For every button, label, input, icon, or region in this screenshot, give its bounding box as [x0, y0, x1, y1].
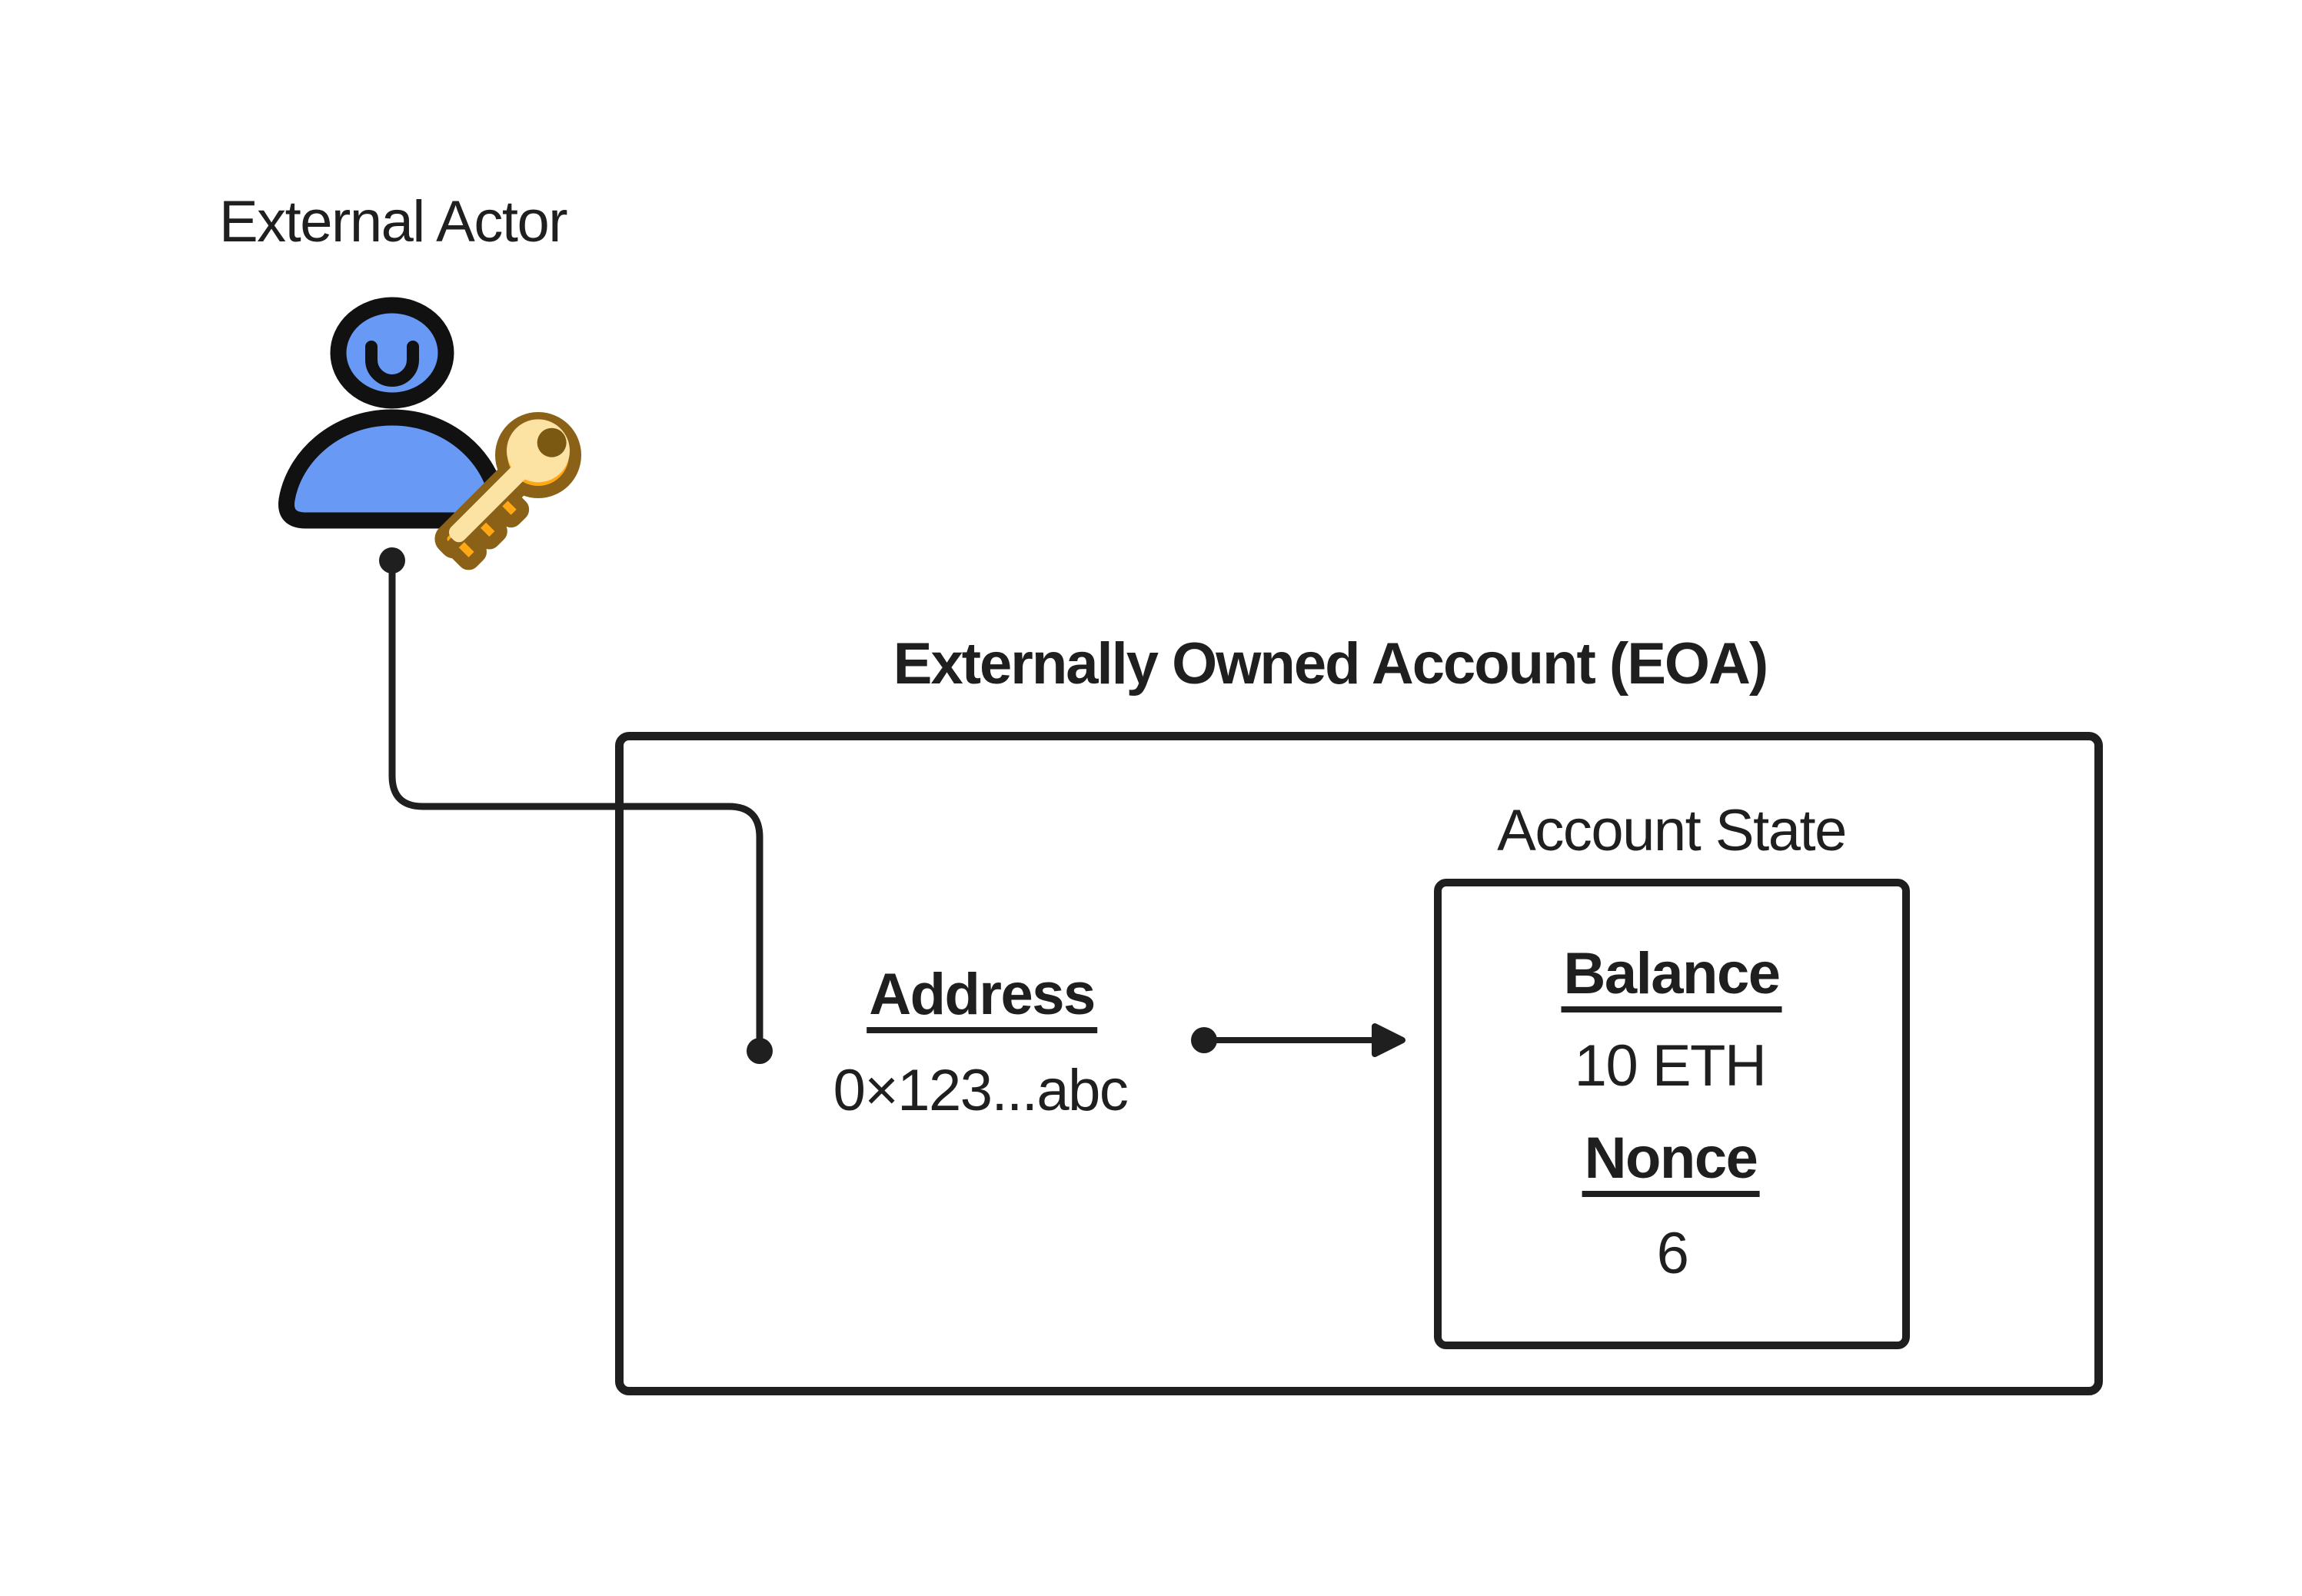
account-state-title: Account State [1497, 798, 1847, 863]
address-label: Address [867, 966, 1097, 1033]
external-actor-label: External Actor [218, 189, 568, 254]
eoa-title: Externally Owned Account (EOA) [893, 631, 1768, 697]
nonce-label: Nonce [1582, 1129, 1760, 1197]
balance-label: Balance [1561, 945, 1782, 1012]
address-value: 0×123...abc [833, 1058, 1129, 1123]
account-state-box [1434, 879, 1910, 1349]
nonce-value: 6 [1656, 1221, 1689, 1286]
balance-value: 10 ETH [1574, 1033, 1767, 1099]
